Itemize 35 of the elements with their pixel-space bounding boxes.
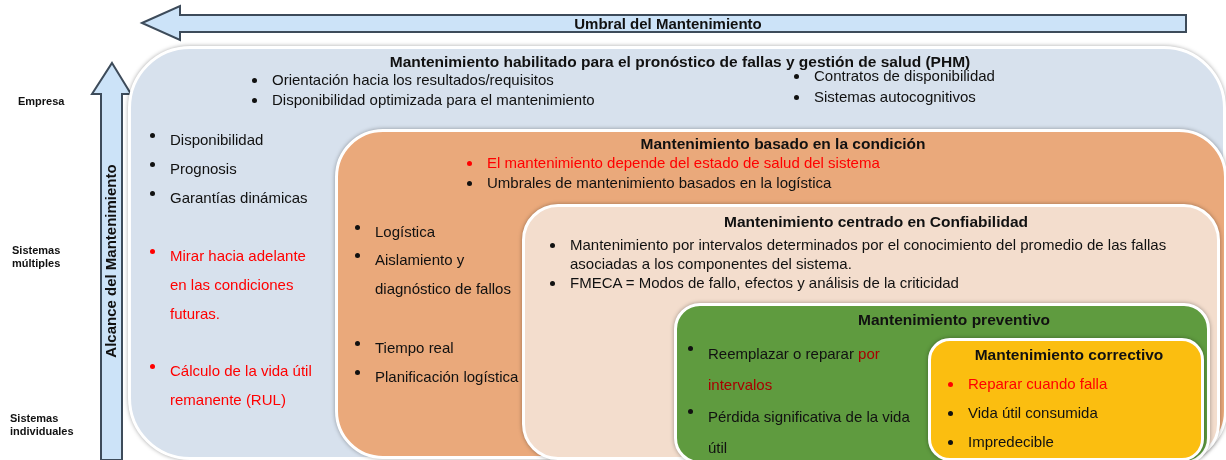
bullet-item: Sistemas autocognitivos — [790, 87, 1090, 107]
bullet-item: El mantenimiento depende del estado de salud del sistema — [463, 153, 1163, 173]
inner-panel — [928, 338, 1204, 460]
panel-heading: Mantenimiento correctivo — [973, 345, 1165, 365]
bullet-item: Planificación logística — [351, 362, 521, 391]
bullet-item: Garantías dinámicas — [146, 183, 326, 212]
bullet-item: Impredecible — [944, 432, 1194, 452]
bullet-item: Mantenimiento por intervalos determinados por el conocimiento del promedio de las fallas asociadas a los componentes del sistema. — [546, 235, 1216, 273]
panel-heading: Mantenimiento preventivo — [856, 310, 1052, 330]
bullet-item: Prognosis — [146, 154, 326, 183]
bullet-item: Pérdida significativa de la vida útil — [684, 401, 929, 460]
panel-heading: Mantenimiento centrado en Confiabilidad — [723, 212, 1029, 232]
panel-heading: Mantenimiento basado en la condición — [639, 134, 927, 154]
arrow-label: Alcance del Mantenimiento — [102, 163, 120, 360]
outer-panel — [128, 46, 1226, 460]
bullet-item: Tiempo real — [351, 333, 521, 362]
bullet-item: Cálculo de la vida útil remanente (RUL) — [146, 356, 326, 414]
axis-label: Empresa — [18, 95, 66, 108]
arrow-label: Umbral del Mantenimiento — [573, 15, 763, 32]
nested-panel — [674, 303, 1210, 460]
nested-panel — [522, 204, 1220, 460]
axis-label: Sistemas múltiples — [12, 244, 62, 270]
bullet-item: Umbrales de mantenimiento basados en la logística — [463, 173, 1163, 193]
nested-panel — [335, 129, 1226, 459]
bullet-item: Orientación hacia los resultados/requisitos — [248, 70, 768, 90]
bullet-item: Logística — [351, 217, 521, 246]
bullet-item: FMECA = Modos de fallo, efectos y análisis de la criticidad — [546, 273, 1216, 293]
axis-label: Sistemas individuales — [10, 412, 75, 438]
bullet-item: Disponibilidad — [146, 125, 326, 154]
bullet-item: Aislamiento y diagnóstico de fallos — [351, 245, 521, 303]
bullet-item: Vida útil consumida — [944, 403, 1194, 423]
bullet-item: Reparar cuando falla — [944, 374, 1194, 394]
bullet-item: Reemplazar o reparar por intervalos — [684, 338, 929, 400]
bullet-item: Mirar hacia adelante en las condiciones futuras. — [146, 241, 326, 328]
bullet-item: Disponibilidad optimizada para el mantenimiento — [248, 90, 768, 110]
